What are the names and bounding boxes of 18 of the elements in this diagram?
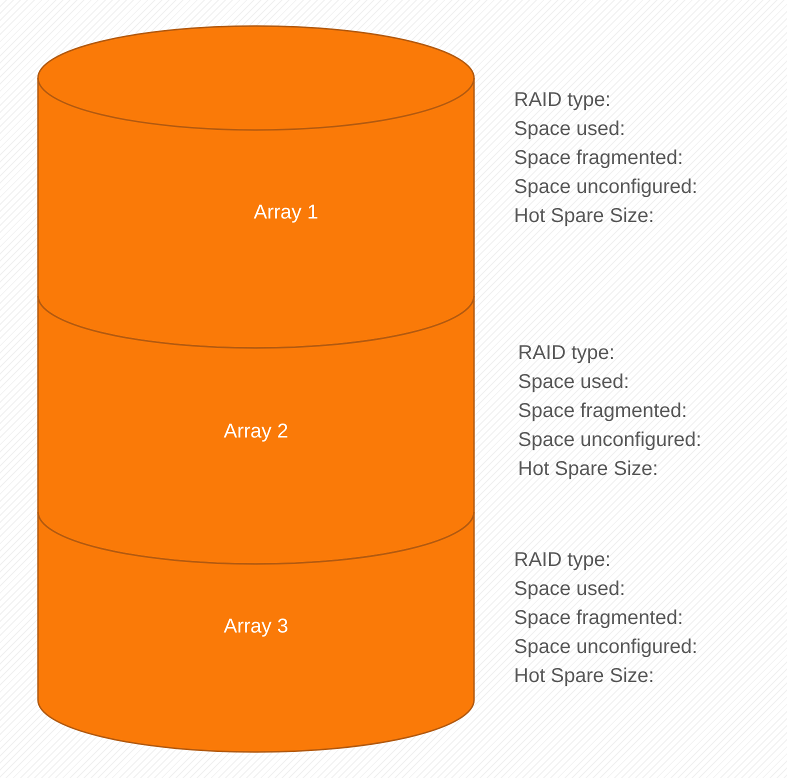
field-label: Space unconfigured: — [518, 428, 702, 453]
field-label: Hot Spare Size: — [518, 457, 658, 482]
field-label: Space used: — [518, 370, 630, 395]
field-label: RAID type: — [514, 548, 611, 573]
array-label: Array 3 — [224, 616, 288, 638]
field-label: Space used: — [514, 577, 626, 602]
field-label: Space fragmented: — [518, 399, 687, 424]
field-label: Space fragmented: — [514, 606, 683, 631]
field-label: Space used: — [514, 117, 626, 142]
field-label: RAID type: — [518, 341, 615, 366]
field-label: Hot Spare Size: — [514, 204, 654, 229]
field-label: Space fragmented: — [514, 146, 683, 171]
array-label: Array 2 — [224, 420, 288, 444]
field-label: Space unconfigured: — [514, 635, 698, 660]
field-label: Hot Spare Size: — [514, 664, 654, 689]
array-label: Array 1 — [254, 202, 318, 224]
field-label: Space unconfigured: — [514, 175, 698, 200]
field-label: RAID type: — [514, 88, 611, 113]
